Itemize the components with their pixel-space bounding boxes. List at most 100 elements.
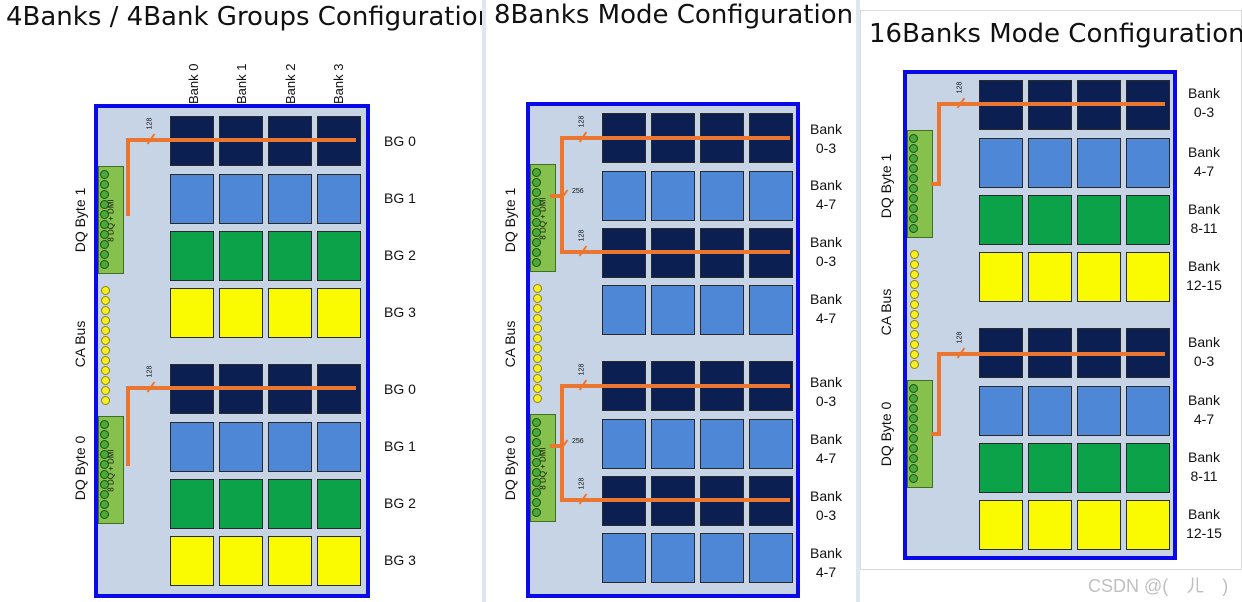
bank-cell (219, 479, 263, 529)
ca-bus-label: CA Bus (72, 320, 88, 368)
bank-cell (979, 443, 1023, 493)
bank-cell (1126, 252, 1170, 302)
dq-pin-dot (532, 208, 541, 217)
bus-vertical (937, 352, 941, 436)
bank-cell (979, 500, 1023, 550)
bus-width-label: 128 (578, 115, 586, 128)
bank-cell (1028, 500, 1072, 550)
bg-label: BG 3 (384, 304, 416, 320)
ca-pin-dot (910, 320, 919, 329)
bank-cell (1028, 386, 1072, 436)
panel-title: 8Banks Mode Configuration (494, 0, 854, 30)
dq-pin-dot (909, 174, 918, 183)
ca-pin-dot (533, 284, 542, 293)
ca-pin-dot (533, 294, 542, 303)
dq-pin-dot (100, 440, 109, 449)
bank-range: 0-3 (815, 393, 837, 409)
ca-pin-dot (910, 260, 919, 269)
bank-range: 0-3 (815, 507, 837, 523)
bank-word: Bank (1188, 258, 1220, 274)
bus-horizontal (126, 138, 356, 142)
bank-range: 4-7 (815, 310, 837, 326)
bank-cell (317, 536, 361, 586)
ca-pin-dot (910, 300, 919, 309)
bank-range: 0-3 (1193, 104, 1215, 120)
bank-word: Bank (1188, 334, 1220, 350)
dq-pin-dot (909, 224, 918, 233)
bank-cell (1077, 252, 1121, 302)
bus-horizontal (560, 250, 790, 254)
dq-pin-dot (532, 458, 541, 467)
ca-pin-dot (101, 386, 110, 395)
bank-range: 8-11 (1190, 220, 1218, 236)
bank-cell (1028, 195, 1072, 245)
bank-cell (700, 171, 744, 221)
ca-bus-label: CA Bus (502, 320, 518, 368)
dq-pin-dot (100, 180, 109, 189)
ca-pin-dot (533, 304, 542, 313)
dq-pin-dot (909, 454, 918, 463)
ca-pin-dot (910, 310, 919, 319)
bank-cell (749, 285, 793, 335)
dq-byte-1-label: DQ Byte 1 (72, 187, 88, 253)
bank-word: Bank (810, 545, 842, 561)
ca-pin-dot (101, 286, 110, 295)
dq-pin-dot (100, 460, 109, 469)
ca-pin-dot (101, 326, 110, 335)
dq-pin-dot (100, 420, 109, 429)
bank-cell (1028, 443, 1072, 493)
dq-pin-dot (909, 404, 918, 413)
bank-cell (602, 171, 646, 221)
ca-pin-dot (910, 330, 919, 339)
bg-label: BG 1 (384, 438, 416, 454)
bank-word: Bank (810, 234, 842, 250)
bank-range: 4-7 (1193, 163, 1215, 179)
bank-word: Bank (1188, 449, 1220, 465)
dq-pin-dot (100, 510, 109, 519)
bus-vertical (126, 386, 130, 466)
dq-pin-dot (909, 184, 918, 193)
bank-cell (268, 288, 312, 338)
bus-width-label: 128 (578, 229, 586, 242)
bank-word: Bank (1188, 506, 1220, 522)
dq-pin-dot (532, 478, 541, 487)
bank-cell (979, 195, 1023, 245)
bus-horizontal (560, 498, 790, 502)
dq-pin-dot (100, 170, 109, 179)
bank-cell (317, 479, 361, 529)
bus-vertical (126, 138, 130, 216)
dq-pin-dot (909, 134, 918, 143)
ca-pin-dot (533, 314, 542, 323)
dq-pin-dot (532, 258, 541, 267)
ca-pin-dot (101, 336, 110, 345)
bus-width-label: 128 (146, 117, 154, 130)
dq-pin-dot (100, 490, 109, 499)
dq-pin-dot (909, 204, 918, 213)
dq-pin-dot (909, 414, 918, 423)
bank-cell (170, 479, 214, 529)
dq-pin-dot (532, 248, 541, 257)
bank-cell (1126, 386, 1170, 436)
bank-range: 8-11 (1190, 468, 1218, 484)
bank-word: Bank (1188, 392, 1220, 408)
bank-cell (219, 536, 263, 586)
bank-range: 0-3 (815, 253, 837, 269)
panel-title: 4Banks / 4Bank Groups Configuration (6, 2, 495, 32)
bus-horizontal (931, 432, 941, 436)
dq-pin-dot (100, 260, 109, 269)
bank-range: 0-3 (1193, 353, 1215, 369)
bus-horizontal (126, 386, 356, 390)
bank-cell (602, 285, 646, 335)
bank-cell (1028, 252, 1072, 302)
bus-width-label: 128 (578, 477, 586, 490)
dq-pin-dot (100, 500, 109, 509)
bus-vertical (937, 102, 941, 186)
bank-cell (268, 479, 312, 529)
ca-pin-dot (533, 354, 542, 363)
bus-width-label: 128 (956, 81, 964, 94)
bank-cell (979, 138, 1023, 188)
